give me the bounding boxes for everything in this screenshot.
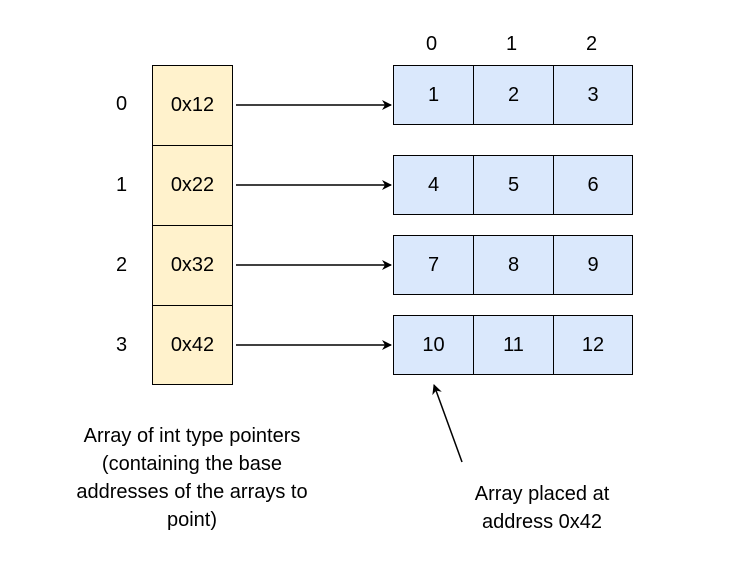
array-0-cell-1: 2 bbox=[473, 65, 554, 125]
array-3-cell-2: 12 bbox=[553, 315, 633, 375]
column-index-2: 2 bbox=[586, 33, 598, 55]
row-index-1: 1 bbox=[116, 174, 128, 196]
pointer-array-caption: Array of int type pointers (containing t… bbox=[76, 425, 308, 531]
array-1-cell-2: 6 bbox=[553, 155, 633, 215]
array-1-cell-0: 4 bbox=[393, 155, 474, 215]
placed-array-caption: Array placed at address 0x42 bbox=[474, 483, 610, 533]
array-3-cell-0: 10 bbox=[393, 315, 474, 375]
column-index-1: 1 bbox=[506, 33, 518, 55]
pointer-cell-2: 0x32 bbox=[152, 225, 233, 306]
array-3-cell-1: 11 bbox=[473, 315, 554, 375]
column-index-0: 0 bbox=[426, 33, 438, 55]
array-0-cell-0: 1 bbox=[393, 65, 474, 125]
pointer-cell-3: 0x42 bbox=[152, 305, 233, 385]
row-index-2: 2 bbox=[116, 254, 128, 276]
array-2-cell-2: 9 bbox=[553, 235, 633, 295]
pointer-cell-1: 0x22 bbox=[152, 145, 233, 226]
pointer-cell-0: 0x12 bbox=[152, 65, 233, 146]
array-0-cell-2: 3 bbox=[553, 65, 633, 125]
annotation-arrow bbox=[432, 384, 463, 463]
row-index-0: 0 bbox=[116, 93, 128, 115]
array-2-cell-1: 8 bbox=[473, 235, 554, 295]
array-1-cell-1: 5 bbox=[473, 155, 554, 215]
row-index-3: 3 bbox=[116, 334, 128, 356]
array-2-cell-0: 7 bbox=[393, 235, 474, 295]
